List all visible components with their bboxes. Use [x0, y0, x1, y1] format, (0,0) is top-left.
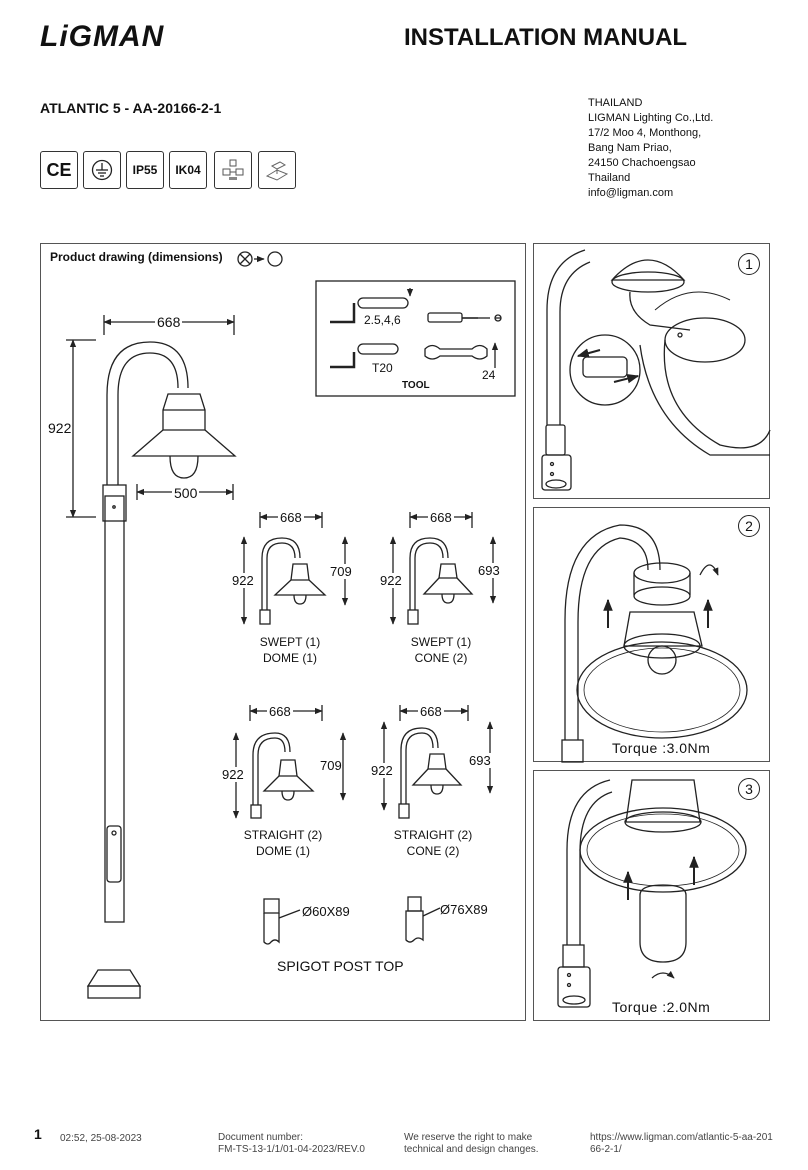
step-2-panel: [533, 507, 770, 762]
company-address: THAILAND LIGMAN Lighting Co.,Ltd. 17/2 M…: [588, 96, 713, 201]
step-number: 2: [738, 515, 760, 537]
url-line[interactable]: 66-2-1/: [590, 1144, 622, 1155]
arm-type: SWEPT (1): [259, 635, 321, 649]
step-3-panel: [533, 770, 770, 1021]
doc-number: FM-TS-13-1/1/01-04-2023/REV.0: [218, 1144, 365, 1155]
shade-type: CONE (2): [406, 844, 460, 858]
variant-straight-dome-drawing: [232, 705, 347, 819]
replace-icon: [237, 251, 283, 267]
spigot-caption: SPIGOT POST TOP: [277, 958, 404, 974]
url-line[interactable]: https://www.ligman.com/atlantic-5-aa-201: [590, 1132, 773, 1143]
hex-key-sizes: 2.5,4,6: [364, 313, 401, 327]
variant-1-head: 709: [330, 564, 352, 579]
step-3-torque: Torque :2.0Nm: [612, 999, 711, 1015]
main-height-dim: 922: [48, 420, 72, 436]
tool-box: [315, 280, 516, 397]
arm-type: STRAIGHT (2): [243, 828, 323, 842]
variant-3-width: 668: [267, 704, 293, 719]
address-line: LIGMAN Lighting Co.,Ltd.: [588, 112, 714, 124]
variant-2-head: 693: [478, 563, 500, 578]
disclaimer-line: technical and design changes.: [404, 1144, 539, 1155]
variant-4-head: 693: [469, 753, 491, 768]
product-code: ATLANTIC 5 - AA-20166-2-1: [40, 100, 222, 116]
variant-4-caption: STRAIGHT (2) CONE (2): [368, 827, 498, 859]
variant-2-height: 922: [380, 573, 402, 588]
mounting-diagram-icon: [258, 151, 296, 189]
variant-4-width: 668: [418, 704, 444, 719]
variant-2-caption: SWEPT (1) CONE (2): [376, 634, 506, 666]
ip-rating-badge: IP55: [126, 151, 164, 189]
variant-2-width: 668: [428, 510, 454, 525]
address-line: Thailand: [588, 172, 631, 184]
spigot-76-label: Ø76X89: [440, 902, 488, 917]
step-1-illustration: [541, 249, 771, 491]
drawing-heading: Product drawing (dimensions): [50, 250, 223, 264]
variant-1-width: 668: [278, 510, 304, 525]
page-number: 1: [34, 1126, 42, 1142]
tool-caption: TOOL: [402, 380, 430, 391]
print-timestamp: 02:52, 25-08-2023: [60, 1133, 142, 1144]
arm-type: STRAIGHT (2): [393, 828, 473, 842]
step-2-torque: Torque :3.0Nm: [612, 740, 711, 756]
shade-type: DOME (1): [256, 844, 310, 858]
document-title: INSTALLATION MANUAL: [404, 24, 688, 51]
spigot-drawings: [263, 896, 441, 945]
step-number: 1: [738, 253, 760, 275]
variant-4-height: 922: [371, 763, 393, 778]
disclaimer-line: We reserve the right to make: [404, 1132, 533, 1143]
variant-straight-cone-drawing: [380, 705, 494, 819]
doc-label: Document number:: [218, 1132, 304, 1143]
variant-3-caption: STRAIGHT (2) DOME (1): [218, 827, 348, 859]
step-1-panel: [533, 243, 770, 499]
variant-3-head: 709: [320, 758, 342, 773]
ligman-logo: LiGMAN: [40, 20, 165, 53]
wiring-diagram-icon: [214, 151, 252, 189]
spigot-60-label: Ø60X89: [302, 904, 350, 919]
earth-ground-icon: [83, 151, 121, 189]
ik-rating-badge: IK04: [169, 151, 207, 189]
wrench-size: 24: [482, 368, 496, 382]
product-url[interactable]: https://www.ligman.com/atlantic-5-aa-201…: [590, 1132, 773, 1156]
step-2-illustration: [561, 524, 748, 763]
variant-3-height: 922: [222, 767, 244, 782]
shade-diameter-dim: 500: [172, 485, 200, 501]
step-number: 3: [738, 778, 760, 800]
disclaimer: We reserve the right to make technical a…: [404, 1132, 539, 1156]
shade-type: CONE (2): [414, 651, 468, 665]
main-pole-drawing: [66, 315, 237, 999]
product-drawing-panel: [40, 243, 526, 1021]
variant-1-height: 922: [232, 573, 254, 588]
variant-1-caption: SWEPT (1) DOME (1): [225, 634, 355, 666]
step-3-illustration: [557, 779, 747, 1008]
shade-type: DOME (1): [263, 651, 317, 665]
ce-mark-icon: CE: [40, 151, 78, 189]
document-number: Document number: FM-TS-13-1/1/01-04-2023…: [218, 1132, 365, 1156]
address-line: 24150 Chachoengsao: [588, 157, 696, 169]
address-line: Bang Nam Priao,: [588, 142, 672, 154]
address-line: 17/2 Moo 4, Monthong,: [588, 127, 702, 139]
arm-type: SWEPT (1): [410, 635, 472, 649]
main-width-dim: 668: [155, 314, 183, 330]
torx-size: T20: [372, 361, 393, 375]
contact-email[interactable]: info@ligman.com: [588, 187, 674, 199]
address-line: THAILAND: [588, 97, 643, 109]
